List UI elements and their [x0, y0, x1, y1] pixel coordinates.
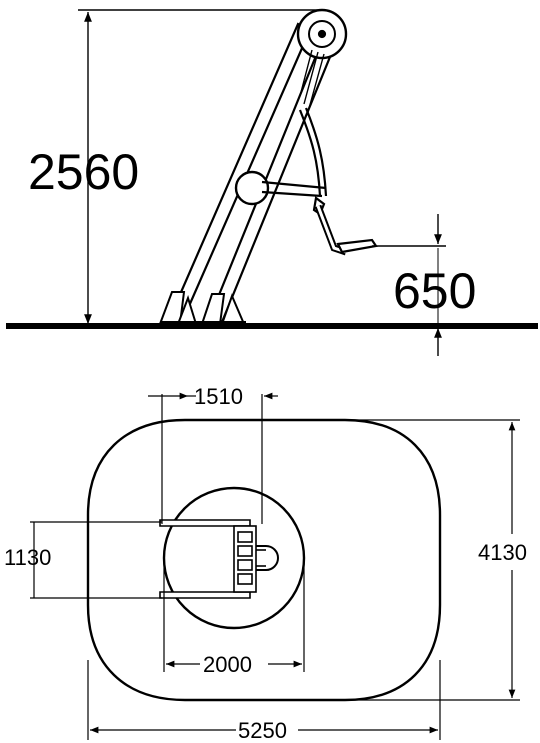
equipment-width-label: 1130 — [4, 545, 51, 570]
safety-zone-outline — [86, 418, 442, 702]
seat-height-label: 650 — [393, 263, 476, 319]
inner-zone-circle — [162, 486, 306, 630]
height-label: 2560 — [28, 144, 139, 200]
top-view: 1510 1130 2000 4130 — [4, 384, 527, 743]
height-dimension: 2560 — [28, 9, 326, 324]
safety-zone-width-label: 4130 — [478, 540, 527, 565]
equipment-footprint — [159, 519, 279, 599]
equipment-length-dimension: 1510 — [148, 384, 278, 524]
safety-zone-width-dimension: 4130 — [346, 419, 527, 701]
safety-zone-length-label: 5250 — [238, 718, 287, 743]
equipment-width-dimension: 1130 — [4, 521, 162, 599]
inner-zone-dimension: 2000 — [163, 560, 305, 677]
side-view: 2560 — [6, 8, 538, 356]
inner-zone-label: 2000 — [203, 652, 252, 677]
safety-zone-length-dimension: 5250 — [87, 660, 441, 743]
equipment-length-label: 1510 — [194, 384, 243, 409]
seat-height-dimension: 650 — [372, 214, 476, 356]
